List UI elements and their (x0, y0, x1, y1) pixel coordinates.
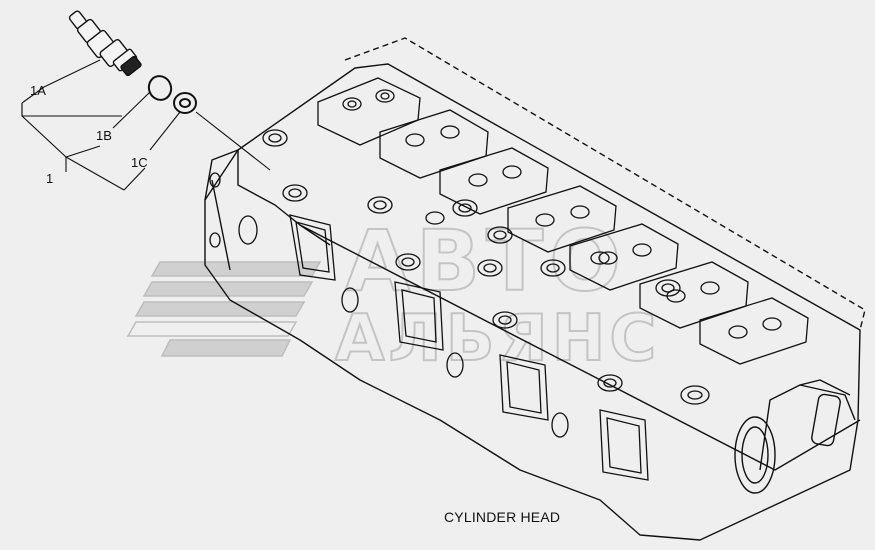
callout-1b: 1B (96, 128, 112, 143)
washer-part (173, 92, 197, 114)
callout-1c: 1C (131, 155, 148, 170)
watermark-text: АВТО АЛЬЯНС (334, 211, 660, 377)
callout-1a: 1A (30, 83, 46, 98)
o-ring-part (147, 75, 173, 101)
svg-text:АЛЬЯНС: АЛЬЯНС (335, 302, 660, 376)
side-ports (209, 172, 649, 481)
valve-pockets (262, 77, 809, 405)
watermark-logo (126, 261, 322, 357)
injector-part (68, 10, 142, 77)
leader-lines (21, 59, 271, 191)
cylinder-head (204, 37, 866, 541)
callout-1: 1 (46, 171, 54, 186)
diagram-caption: CYLINDER HEAD (444, 509, 561, 525)
